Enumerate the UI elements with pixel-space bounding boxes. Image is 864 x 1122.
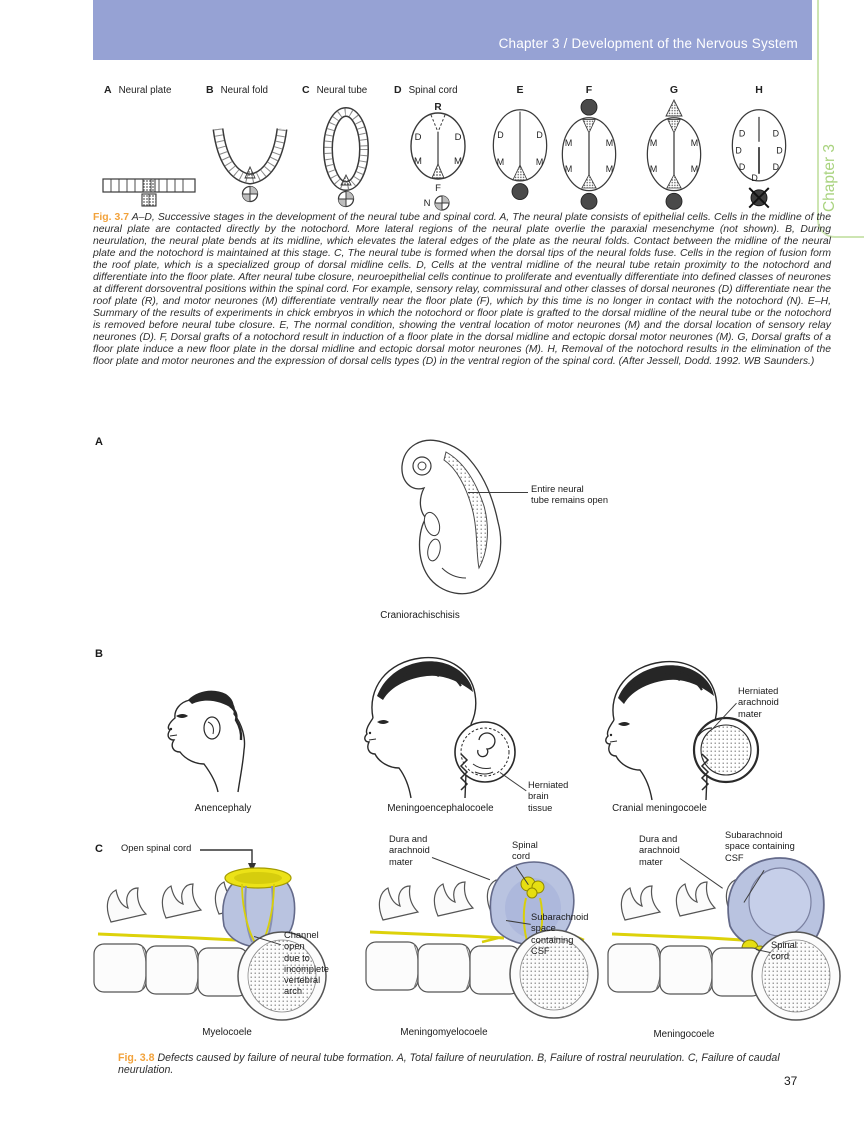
meningomyelocoele-spine-drawing bbox=[365, 861, 599, 1019]
panel-letter: H bbox=[755, 84, 763, 96]
cranial-meningocoele-caption: Cranial meningocoele bbox=[612, 803, 707, 814]
panel-letter: G bbox=[669, 84, 679, 96]
anencephaly-drawing bbox=[167, 690, 246, 793]
open-spinal-cord-arrow bbox=[200, 849, 256, 872]
experiment-h-schematic: D D D D D D D bbox=[731, 109, 787, 209]
svg-text:D: D bbox=[739, 128, 745, 138]
chapter-header-title: Chapter 3 / Development of the Nervous S… bbox=[498, 36, 798, 51]
dura-arachnoid-annotation: Dura and arachnoid mater bbox=[389, 834, 430, 867]
fig37-panel-e: E D D M M bbox=[488, 84, 552, 213]
fig37-panel-g: G M M M M bbox=[642, 84, 706, 213]
neural-plate-drawing bbox=[102, 178, 196, 207]
chapter-header-bar: Chapter 3 / Development of the Nervous S… bbox=[93, 0, 812, 60]
svg-text:D: D bbox=[415, 132, 422, 143]
svg-text:M: M bbox=[691, 138, 698, 148]
myelocoele-caption: Myelocoele bbox=[202, 1027, 252, 1038]
fig38-caption-body: Defects caused by failure of neural tube… bbox=[118, 1052, 780, 1076]
meningocoele-spine-drawing bbox=[607, 857, 841, 1021]
spinal-cord-annotation: Spinal cord bbox=[771, 940, 797, 962]
fig37-caption-lead: Fig. 3.7 bbox=[93, 212, 129, 223]
chapter-side-tab bbox=[817, 0, 864, 238]
svg-text:D: D bbox=[751, 173, 757, 183]
svg-text:M: M bbox=[606, 164, 613, 174]
svg-text:M: M bbox=[650, 138, 657, 148]
panel-title: Neural plate bbox=[118, 85, 172, 96]
experiment-f-schematic: M M M M bbox=[561, 99, 617, 210]
svg-text:D: D bbox=[773, 128, 779, 138]
spinal-cord-schematic: R D D M M F N bbox=[410, 102, 466, 211]
panel-title: Neural fold bbox=[220, 85, 268, 96]
svg-text:N: N bbox=[424, 198, 431, 209]
fig37-caption-body: A–D, Successive stages in the developmen… bbox=[93, 212, 831, 367]
craniorachischisis-embryo-drawing bbox=[401, 439, 502, 595]
svg-text:M: M bbox=[497, 157, 504, 167]
myelocoele-spine-drawing bbox=[93, 867, 327, 1021]
panel-title: Spinal cord bbox=[408, 85, 458, 96]
cranial-meningocoele-drawing bbox=[605, 660, 760, 801]
svg-text:M: M bbox=[565, 164, 572, 174]
fig38-panel-a-letter: A bbox=[95, 436, 103, 448]
svg-text:M: M bbox=[536, 157, 543, 167]
svg-text:D: D bbox=[455, 132, 462, 143]
panel-letter: A bbox=[104, 84, 112, 96]
svg-text:D: D bbox=[776, 145, 782, 155]
svg-text:M: M bbox=[454, 156, 462, 167]
svg-text:M: M bbox=[650, 164, 657, 174]
svg-text:M: M bbox=[414, 156, 422, 167]
svg-text:M: M bbox=[606, 138, 613, 148]
fig37-panel-c: C Neural tube bbox=[296, 84, 396, 211]
svg-text:D: D bbox=[536, 130, 542, 140]
experiment-g-schematic: M M M M bbox=[646, 99, 702, 210]
svg-text:R: R bbox=[434, 102, 442, 113]
svg-text:D: D bbox=[497, 130, 503, 140]
herniated-brain-annotation: Herniated brain tissue bbox=[528, 780, 569, 813]
panel-letter: D bbox=[394, 84, 402, 96]
neural-tube-drawing bbox=[323, 107, 369, 208]
svg-text:F: F bbox=[435, 183, 441, 194]
fig37-panel-f: F M M M M bbox=[557, 84, 621, 213]
subarachnoid-annotation: Subarachnoid space containing CSF bbox=[531, 912, 589, 956]
open-spinal-cord-label: Open spinal cord bbox=[121, 843, 192, 853]
anencephaly-caption: Anencephaly bbox=[194, 803, 252, 814]
fig38-panel-b-letter: B bbox=[95, 648, 103, 660]
panel-letter: E bbox=[516, 84, 524, 96]
meningoencephalocoele-caption: Meningoencephalocoele bbox=[387, 803, 494, 814]
meningomyelocoele-caption: Meningomyelocoele bbox=[400, 1027, 488, 1038]
fig37-panel-b: B Neural fold bbox=[200, 84, 300, 211]
fig37-panel-h: H D D D D D D D bbox=[727, 84, 791, 213]
fig38-caption: Fig. 3.8 Defects caused by failure of ne… bbox=[118, 1052, 830, 1076]
leader-line bbox=[468, 492, 528, 494]
herniated-arachnoid-annotation: Herniated arachnoid mater bbox=[738, 686, 779, 719]
fig37-caption: Fig. 3.7 A–D, Successive stages in the d… bbox=[93, 212, 831, 368]
fig38-caption-lead: Fig. 3.8 bbox=[118, 1052, 155, 1064]
vertebral-bodies bbox=[607, 931, 841, 1021]
panel-title: Neural tube bbox=[316, 85, 368, 96]
subarachnoid-annotation: Subarachnoid space containing CSF bbox=[725, 830, 795, 863]
panel-letter: B bbox=[206, 84, 214, 96]
fig38-panel-c-letter: C bbox=[95, 843, 103, 855]
panel-letter: C bbox=[302, 84, 310, 96]
vertebral-bodies bbox=[93, 931, 327, 1021]
svg-text:D: D bbox=[735, 145, 741, 155]
craniorachischisis-caption: Craniorachischisis bbox=[380, 610, 460, 621]
meningocoele-caption: Meningocoele bbox=[653, 1029, 715, 1040]
svg-text:M: M bbox=[691, 164, 698, 174]
dura-arachnoid-annotation: Dura and arachnoid mater bbox=[639, 834, 680, 867]
entire-neural-tube-annotation: Entire neural tube remains open bbox=[531, 484, 609, 506]
panel-letter: F bbox=[585, 84, 593, 96]
page-number: 37 bbox=[784, 1074, 798, 1088]
svg-text:M: M bbox=[565, 138, 572, 148]
svg-text:D: D bbox=[773, 162, 779, 172]
fig37-panel-d: D Spinal cord R D D M M F N bbox=[388, 84, 488, 215]
meningoencephalocoele-drawing bbox=[364, 656, 516, 799]
neural-fold-drawing bbox=[212, 128, 288, 203]
spinal-cord-annotation: Spinal cord bbox=[512, 840, 538, 862]
experiment-e-schematic: D D M M bbox=[492, 109, 548, 200]
channel-open-annotation: Channel open due to incomplete vertebral… bbox=[284, 930, 329, 997]
svg-text:D: D bbox=[739, 162, 745, 172]
vertebral-bodies bbox=[365, 929, 599, 1019]
fig37-panel-a: A Neural plate bbox=[98, 84, 200, 211]
